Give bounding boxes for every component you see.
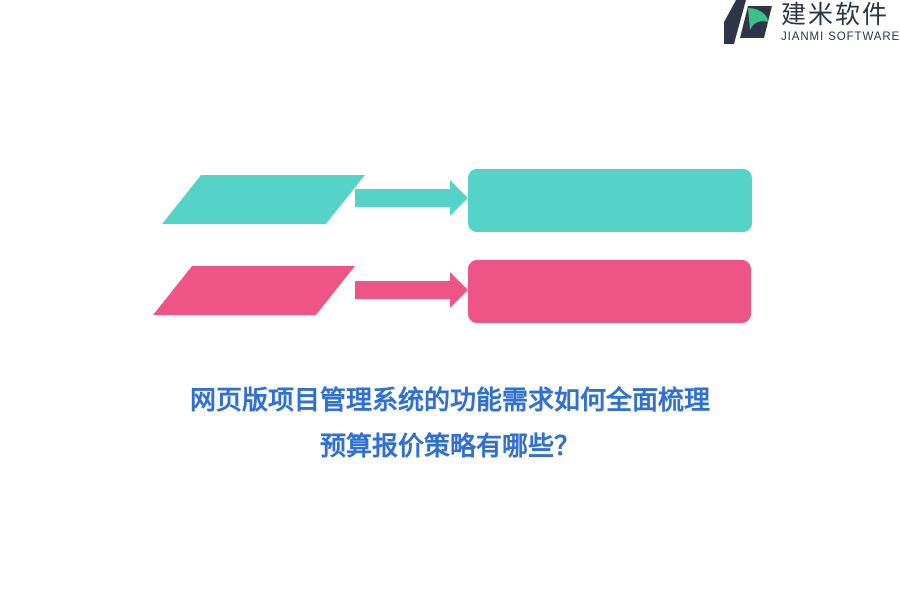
title-line-2: 预算报价策略有哪些？ — [319, 432, 580, 462]
logo-name-cn: 建米软件 — [781, 0, 890, 29]
title-line-1: 网页版项目管理系统的功能需求如何全面梳理 — [189, 386, 710, 416]
right-arrow-icon-row-1 — [355, 180, 468, 216]
rounded-box-row-1 — [468, 169, 752, 232]
rounded-box-row-2 — [468, 260, 751, 323]
brand-logo: 建米软件 JIANMI SOFTWARE — [724, 0, 900, 46]
page-title: 网页版项目管理系统的功能需求如何全面梳理 预算报价策略有哪些？ — [0, 378, 900, 470]
parallelogram-shape-row-1 — [162, 175, 365, 224]
parallelogram-shape-row-2 — [153, 266, 355, 315]
right-arrow-icon-row-2 — [355, 272, 468, 308]
jianmi-logo-mark-icon — [724, 0, 772, 44]
logo-name-en: JIANMI SOFTWARE — [781, 31, 900, 43]
